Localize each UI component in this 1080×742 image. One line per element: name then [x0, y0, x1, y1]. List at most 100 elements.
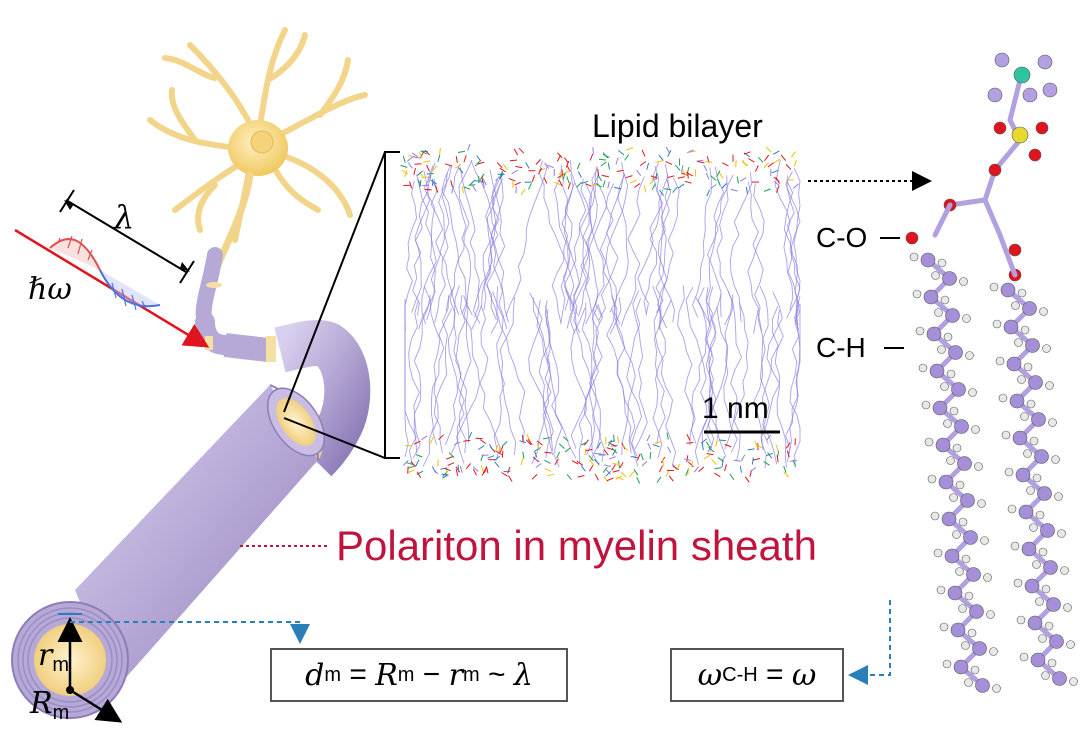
lipid-tail — [695, 296, 726, 455]
hydrogen-atom — [1013, 578, 1023, 588]
lipid-headgroup-bond — [736, 176, 739, 184]
lipid-tail — [785, 303, 801, 462]
lipid-headgroup-bond — [658, 154, 664, 162]
lipid-headgroup-bond — [402, 155, 406, 163]
lipid-tail — [724, 291, 742, 450]
lipid-headgroup-bond — [482, 466, 488, 474]
carbon-atom — [1003, 319, 1019, 335]
lipid-tail — [416, 173, 437, 325]
lipid-headgroup-bond — [531, 175, 536, 182]
hydrogen-atom — [1004, 467, 1014, 477]
hydrogen-atom — [940, 382, 949, 391]
eq-omega-equals: = — [757, 658, 792, 691]
lipid-tail — [620, 176, 645, 327]
hydrogen-atom — [930, 511, 940, 521]
lipid-headgroup-bond — [626, 147, 634, 151]
lipid-headgroup-bond — [487, 455, 495, 459]
lipid-headgroup-bond — [747, 448, 755, 451]
carbon-atom — [954, 419, 969, 434]
methyl-carbon — [1042, 82, 1058, 98]
carbon-atom — [1049, 634, 1064, 649]
hydrogen-atom — [1060, 566, 1069, 575]
lipid-tail — [486, 183, 506, 334]
lipid-headgroup-bond — [745, 186, 749, 194]
lipid-headgroup-bond — [615, 475, 623, 480]
lipid-headgroup-bond — [757, 156, 764, 163]
lipid-headgroup-bond — [664, 188, 672, 191]
lipid-headgroup-bond — [538, 168, 546, 172]
lipid-headgroup-bond — [686, 433, 691, 441]
carbon-atom — [1052, 671, 1067, 686]
lipid-headgroup-bond — [407, 465, 415, 469]
lipid-headgroup-bond — [739, 465, 742, 473]
lipid-headgroup-bond — [665, 161, 673, 165]
lipid-headgroup-bond — [601, 174, 609, 178]
lipid-headgroup-bond — [646, 162, 650, 170]
lipid-headgroup-bond — [649, 178, 655, 185]
lipid-headgroup-bond — [683, 458, 691, 461]
hydrogen-atom — [1039, 307, 1048, 316]
lipid-headgroup-bond — [480, 465, 484, 473]
eq-r-sub: m — [463, 663, 480, 686]
lipid-headgroup-bond — [444, 163, 452, 167]
hydrogen-atom — [949, 406, 959, 416]
lipid-headgroup-bond — [519, 440, 527, 444]
lipid-headgroup-bond — [619, 462, 624, 469]
lipid-headgroup-bond — [707, 445, 712, 453]
lipid-headgroup-bond — [410, 461, 417, 467]
R-m-label: Rm — [30, 686, 69, 725]
lipid-headgroup-bond — [502, 163, 508, 171]
hydrogen-atom — [949, 493, 958, 502]
lipid-headgroup-bond — [446, 456, 453, 460]
hydrogen-atom — [989, 282, 999, 292]
lipid-headgroup-bond — [430, 179, 437, 185]
lipid-headgroup-bond — [710, 184, 717, 190]
lipid-headgroup-bond — [528, 182, 532, 190]
lipid-headgroup-bond — [612, 462, 620, 465]
lipid-headgroup-bond — [413, 167, 416, 176]
lipid-headgroup-bond — [596, 441, 602, 449]
lipid-headgroup-bond — [463, 155, 467, 163]
lipid-headgroup-bond — [776, 185, 780, 193]
R-m-subscript: m — [52, 702, 70, 724]
lipid-headgroup-bond — [791, 151, 797, 158]
lipid-headgroup-bond — [696, 159, 704, 162]
lipid-headgroup-bond — [693, 466, 699, 473]
lipid-headgroup-bond — [411, 152, 419, 158]
hydrogen-atom — [1023, 449, 1032, 458]
lipid-tail — [733, 302, 749, 461]
lipid-headgroup-bond — [773, 181, 780, 187]
carbon-atom — [1031, 412, 1046, 427]
hydrogen-atom — [974, 462, 983, 471]
lipid-headgroup-bond — [607, 181, 610, 189]
molecule-bond — [982, 197, 1003, 238]
hydrogen-atom — [946, 369, 956, 379]
lipid-tail — [707, 293, 722, 452]
lipid-headgroup-bond — [588, 455, 594, 462]
lipid-tail — [404, 180, 417, 331]
lipid-headgroup-bond — [562, 172, 566, 180]
lipid-tail — [505, 166, 548, 317]
lipid-headgroup-bond — [785, 442, 791, 449]
lipid-headgroup-bond — [667, 149, 672, 157]
lipid-headgroup-bond — [775, 444, 779, 452]
lipid-headgroup-bond — [414, 163, 422, 165]
hydrogen-atom — [1029, 436, 1039, 446]
blue-connectors — [70, 600, 891, 685]
lipid-headgroup-bond — [535, 463, 542, 468]
lipid-headgroup-bond — [525, 162, 530, 169]
lipid-tail — [433, 295, 450, 454]
lipid-headgroup-bond — [482, 181, 485, 189]
hydrogen-atom — [936, 585, 946, 595]
lipid-headgroup-bond — [538, 167, 543, 175]
carbon-atom — [960, 493, 975, 508]
lipid-headgroup-bond — [400, 164, 408, 168]
lipid-tail — [753, 309, 767, 469]
lipid-tail — [652, 162, 667, 313]
carbon-atom — [929, 363, 945, 379]
lipid-headgroup-bond — [482, 178, 487, 186]
carbon-atom — [1015, 467, 1031, 483]
eq-d-sub: m — [324, 663, 341, 686]
hydrogen-atom — [995, 356, 1005, 366]
